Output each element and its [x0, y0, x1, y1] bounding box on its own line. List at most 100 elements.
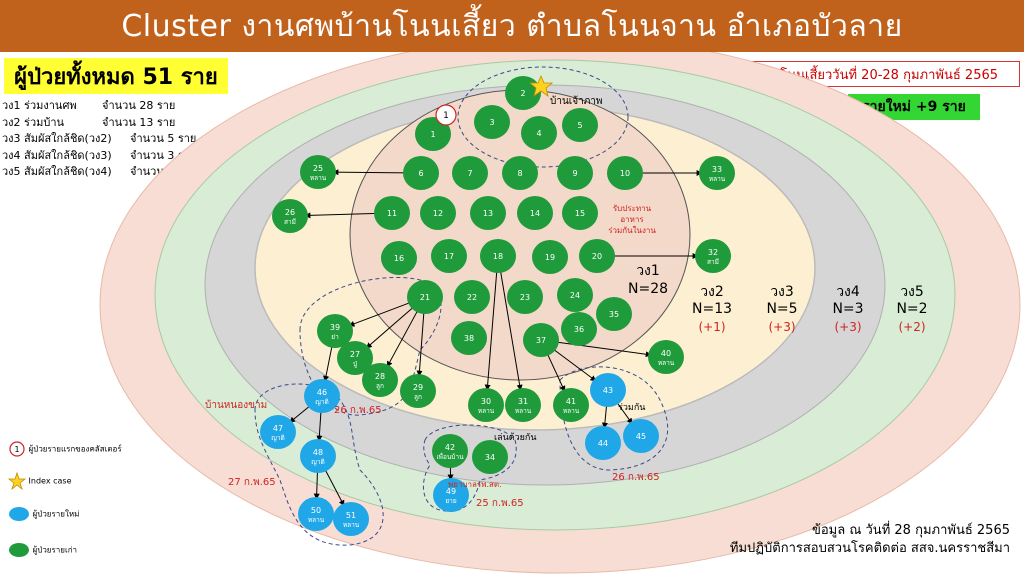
shared-meal-label-3: ร่วมกันในงาน: [608, 226, 656, 235]
case-node-1: 1: [415, 117, 451, 151]
case-dot: [400, 374, 436, 408]
case-relation: สามี: [284, 218, 296, 226]
case-dot: [585, 426, 621, 460]
case-dot: [452, 156, 488, 190]
case-dot: [590, 373, 626, 407]
ring-3-name: วง3: [770, 284, 794, 300]
case-dot: [562, 108, 598, 142]
played-together-label: เล่นด้วยกัน: [494, 432, 537, 443]
case-number: 41: [566, 397, 576, 406]
ring-4-n: N=3: [832, 301, 863, 317]
case-node-28: 28ลูก: [362, 363, 398, 397]
transmission-links: [289, 169, 703, 507]
case-node-45: 45: [623, 419, 659, 453]
case-relation: ย่า: [331, 333, 339, 341]
case-dot: [451, 321, 487, 355]
link-48-51: [324, 468, 345, 507]
case-dot: [579, 239, 615, 273]
case-node-29: 29ลูก: [400, 374, 436, 408]
green-dot-icon: [9, 543, 29, 557]
case-dot: [431, 239, 467, 273]
ring-3-delta: (+3): [768, 320, 795, 334]
case-dot: [557, 278, 593, 312]
case-relation: หลาน: [658, 359, 675, 367]
case-dot: [374, 196, 410, 230]
case-node-8: 8: [502, 156, 538, 190]
link-21-39: [348, 301, 413, 327]
case-dot: [523, 323, 559, 357]
footer-date: ข้อมูล ณ วันที่ 28 กุมภาพันธ์ 2565: [811, 523, 1010, 538]
case-dot: [337, 341, 373, 375]
case-number: 22: [467, 293, 477, 302]
case-dot: [470, 196, 506, 230]
case-dot: [557, 156, 593, 190]
case-node-27: 27ปู่: [337, 341, 373, 375]
case-dot: [553, 388, 589, 422]
ring-5-name: วง5: [900, 284, 924, 300]
case-number: 48: [313, 448, 323, 457]
link-43-45: [615, 401, 633, 425]
case-number: 46: [317, 388, 327, 397]
ring-1-name: วง1: [636, 263, 660, 279]
case-node-17: 17: [431, 239, 467, 273]
ring-count-row: วง3 สัมผัสใกล้ชิด(วง2)จำนวน 5 ราย: [2, 131, 196, 148]
case-dot: [532, 240, 568, 274]
legend-label: Index case: [28, 476, 72, 486]
case-node-6: 6: [403, 156, 439, 190]
link-18-30: [484, 269, 498, 391]
case-number: 27: [350, 350, 360, 359]
date-label-b: 27 ก.พ.65: [228, 477, 276, 488]
case-node-37: 37: [523, 323, 559, 357]
case-relation: สามี: [707, 258, 719, 266]
case-number: 25: [313, 164, 323, 173]
legend-label: ผู้ป่วยรายใหม่: [32, 509, 80, 519]
footer: ข้อมูล ณ วันที่ 28 กุมภาพันธ์ 2565 ทีมปฏ…: [730, 522, 1010, 558]
case-relation: ลูก: [414, 393, 422, 401]
link-6-25: [332, 169, 408, 176]
case-number: 42: [445, 443, 455, 452]
case-relation: ญาติ: [311, 458, 324, 466]
host-house-group: [457, 66, 629, 168]
host-house-label: บ้านเจ้าภาพ: [550, 95, 603, 107]
case-node-14: 14: [517, 196, 553, 230]
ring-5-n: N=2: [896, 301, 927, 317]
case-dot: [474, 105, 510, 139]
nurse-label: พยาบาลรพ.สต.: [448, 480, 502, 489]
case-dot: [317, 314, 353, 348]
link-37-41: [546, 352, 566, 392]
case-node-22: 22: [454, 280, 490, 314]
case-node-9: 9: [557, 156, 593, 190]
case-number: 14: [530, 209, 540, 218]
case-dot: [403, 156, 439, 190]
link-39-46: [323, 344, 333, 382]
case-dot: [454, 280, 490, 314]
case-node-21: 21: [407, 280, 443, 314]
index-case-star-icon: [528, 74, 554, 97]
link-37-43: [551, 347, 597, 382]
ring-count-label: วง4 สัมผัสใกล้ชิด(วง3): [2, 148, 112, 162]
case-dot: [699, 156, 735, 190]
case-dot: [415, 117, 451, 151]
ring-5-delta: (+2): [898, 320, 925, 334]
circle-outline-icon: 1: [9, 441, 25, 457]
live-together-label: ร่วมกัน: [618, 403, 645, 413]
date-label-c: 25 ก.พ.65: [476, 498, 524, 509]
case-dot: [521, 116, 557, 150]
case-dot: [433, 478, 469, 512]
link-43-44: [601, 403, 608, 429]
case-number: 40: [661, 349, 671, 358]
case-number: 8: [517, 169, 522, 178]
case-relation: หลาน: [563, 407, 580, 415]
play-group: [422, 424, 517, 512]
case-number: 28: [375, 372, 385, 381]
case-number: 51: [346, 511, 356, 520]
blue-dot-icon: [9, 507, 29, 521]
page-title: Cluster งานศพบ้านโนนเสี้ยว ตำบลโนนจาน อำ…: [0, 0, 1024, 52]
